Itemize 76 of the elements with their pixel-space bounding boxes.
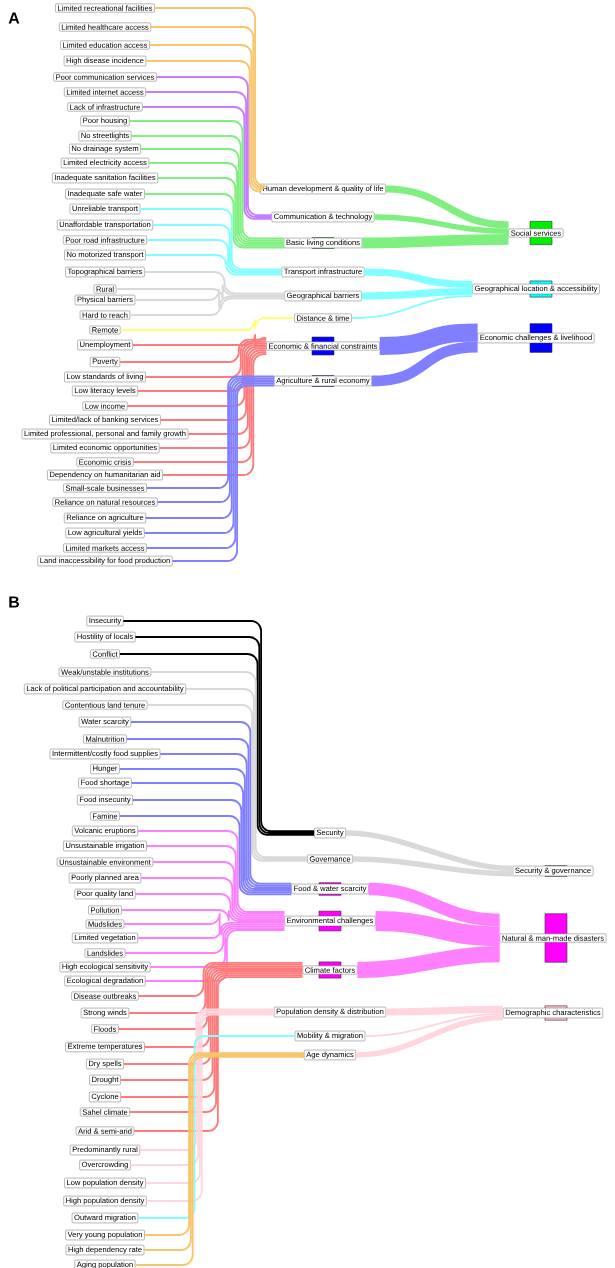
flow-ribbon bbox=[144, 254, 283, 276]
flow-ribbon bbox=[133, 976, 304, 1132]
flow-ribbon bbox=[355, 1014, 504, 1058]
flow-ribbon bbox=[371, 341, 478, 387]
flow-ribbon bbox=[118, 768, 293, 890]
flow-ribbon bbox=[119, 338, 268, 363]
flow-ribbon bbox=[161, 353, 268, 476]
flow-ribbon bbox=[134, 893, 286, 921]
flow-ribbon bbox=[357, 946, 500, 979]
flow-ribbon bbox=[130, 135, 285, 242]
flow-ribbon bbox=[134, 289, 286, 308]
flow-ribbon bbox=[345, 830, 513, 871]
flow-ribbon bbox=[129, 974, 304, 1113]
flow-ribbon bbox=[129, 297, 286, 316]
flow-ribbon bbox=[152, 861, 286, 917]
flow-ribbon bbox=[187, 347, 268, 435]
flow-ribbon bbox=[143, 271, 286, 295]
panel-letter: B bbox=[9, 596, 20, 608]
flow-ribbon bbox=[149, 927, 286, 968]
flow-ribbon bbox=[131, 334, 268, 349]
flow-ribbon bbox=[368, 882, 500, 927]
flow-ribbon bbox=[352, 856, 513, 877]
flow-ribbon bbox=[185, 688, 309, 860]
flow-ribbon bbox=[128, 963, 304, 1014]
flow-ribbon bbox=[146, 239, 283, 274]
flow-ribbon bbox=[379, 323, 478, 355]
flow-ribbon bbox=[118, 653, 316, 836]
flow-ribbon bbox=[122, 969, 304, 1065]
panel-letter: A bbox=[8, 12, 20, 24]
flow-ribbon bbox=[119, 317, 296, 331]
flow-ribbon bbox=[158, 349, 268, 449]
flow-ribbon bbox=[144, 929, 286, 982]
flow-ribbon bbox=[137, 961, 304, 997]
flow-ribbon bbox=[137, 830, 286, 913]
flow-ribbon bbox=[141, 106, 273, 220]
flow-ribbon bbox=[132, 351, 268, 463]
flow-ribbon bbox=[137, 923, 286, 939]
flow-ribbon bbox=[143, 193, 285, 249]
flow-ribbon bbox=[139, 208, 283, 271]
flow-ribbon bbox=[129, 1010, 275, 1166]
flow-ribbon bbox=[159, 346, 268, 421]
flow-ribbon bbox=[145, 375, 275, 489]
flow-ribbon bbox=[143, 967, 304, 1048]
flow-ribbon bbox=[362, 233, 509, 249]
flow-ribbon bbox=[364, 1013, 504, 1037]
flow-ribbon bbox=[137, 342, 268, 392]
flow-ribbon bbox=[374, 214, 509, 234]
flow-ribbon bbox=[140, 877, 286, 919]
flow-ribbon bbox=[156, 377, 275, 503]
flow-ribbon bbox=[155, 76, 273, 217]
flow-ribbon bbox=[375, 911, 500, 947]
flow-ribbon bbox=[350, 295, 474, 319]
flow-ribbon bbox=[145, 845, 286, 915]
flow-ribbon bbox=[130, 782, 293, 892]
flow-ribbon bbox=[152, 224, 283, 272]
flow-ribbon bbox=[126, 344, 268, 407]
flow-ribbon bbox=[145, 91, 273, 218]
flow-ribbon bbox=[171, 384, 275, 562]
flow-ribbon bbox=[128, 120, 285, 240]
flow-ribbon bbox=[131, 799, 293, 894]
flow-ribbon bbox=[115, 284, 286, 300]
flow-ribbon bbox=[139, 1008, 275, 1151]
flow-ribbon bbox=[139, 148, 285, 243]
flow-ribbon bbox=[157, 177, 285, 247]
flow-ribbon bbox=[146, 704, 309, 862]
flow-ribbon bbox=[117, 965, 304, 1030]
flow-ribbon bbox=[144, 340, 268, 378]
flow-ribbon bbox=[118, 815, 293, 896]
flow-ribbon bbox=[137, 1035, 296, 1219]
flow-ribbon bbox=[159, 753, 293, 889]
flow-ribbon bbox=[150, 671, 309, 859]
flow-ribbon bbox=[123, 913, 286, 934]
flow-ribbon bbox=[120, 909, 286, 922]
flow-ribbon bbox=[124, 925, 286, 954]
flow-ribbon bbox=[148, 162, 285, 245]
flow-ribbon bbox=[385, 185, 509, 229]
